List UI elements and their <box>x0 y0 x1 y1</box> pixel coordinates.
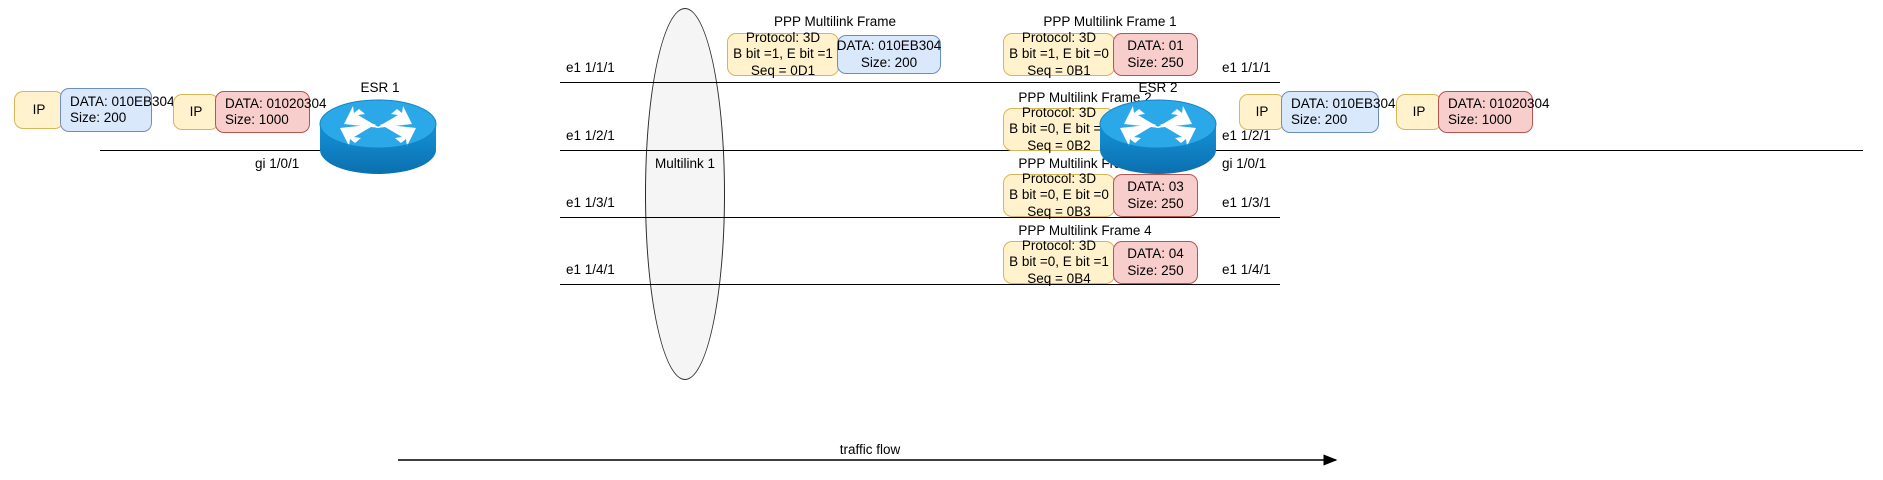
traffic-flow-arrow <box>398 454 1348 470</box>
link-4-frame-1-seq: Seq = 0B4 <box>1027 270 1091 286</box>
link-2-frame-1-seq: Seq = 0B2 <box>1027 137 1091 153</box>
left-packet-1-ip-header: IP <box>14 91 64 129</box>
link-line-3 <box>560 217 1280 218</box>
link-line-2 <box>560 150 1280 151</box>
link-1-frame-2-protocol: Protocol: 3D <box>1021 29 1097 45</box>
link-3-frame-1-seq: Seq = 0B3 <box>1027 203 1091 219</box>
link-4-frame-1-size: Size: 250 <box>1127 262 1184 278</box>
link-1-frame-2-size: Size: 250 <box>1127 54 1184 70</box>
right-router-title: ESR 2 <box>1138 80 1178 95</box>
link-2-frame-1-protocol: Protocol: 3D <box>1021 104 1097 120</box>
link-3-frame-1-payload: DATA: 03 Size: 250 <box>1113 174 1198 217</box>
multilink-label: Multilink 1 <box>654 156 716 171</box>
link-2-frame-1-header: Protocol: 3D B bit =0, E bit =0 Seq = 0B… <box>1003 104 1115 153</box>
link-1-frame-1-seq: Seq = 0D1 <box>750 62 816 78</box>
right-packet-2-size: Size: 1000 <box>1448 112 1512 127</box>
right-router-port-label: gi 1/0/1 <box>1222 156 1267 171</box>
link-4-frame-1-data: DATA: 04 <box>1127 246 1184 261</box>
right-packet-2-data: DATA: 01020304 <box>1448 95 1550 111</box>
left-packet-1-data: DATA: 010EB304 <box>70 93 175 109</box>
left-packet-2-ip-header: IP <box>173 94 219 130</box>
link-1-frame-1-size: Size: 200 <box>860 54 918 70</box>
link-1-frame-1-bits: B bit =1, E bit =1 <box>733 46 833 62</box>
link-1-frame-1-payload: DATA: 010EB304 Size: 200 <box>837 35 941 74</box>
link-2-right-interface: e1 1/2/1 <box>1222 128 1271 143</box>
link-1-frame-1-header: Protocol: 3D B bit =1, E bit =1 Seq = 0D… <box>727 29 839 78</box>
link-2-left-interface: e1 1/2/1 <box>566 128 615 143</box>
router-esr-2[interactable] <box>1098 98 1218 176</box>
link-1-frame-1-title: PPP Multilink Frame <box>773 14 897 29</box>
link-3-frame-1-bits: B bit =0, E bit =0 <box>1009 187 1109 203</box>
link-1-right-interface: e1 1/1/1 <box>1222 60 1271 75</box>
left-router-port-label: gi 1/0/1 <box>255 156 300 171</box>
router-esr-1[interactable] <box>318 98 438 176</box>
link-1-left-interface: e1 1/1/1 <box>566 60 615 75</box>
link-4-frame-1-bits: B bit =0, E bit =1 <box>1009 254 1109 270</box>
left-packet-2-size: Size: 1000 <box>225 112 289 127</box>
right-packet-1-ip-header: IP <box>1239 94 1285 130</box>
left-packet-1-size: Size: 200 <box>70 110 127 125</box>
link-1-frame-2-header: Protocol: 3D B bit =1, E bit =0 Seq = 0B… <box>1003 29 1115 78</box>
link-3-frame-1-data: DATA: 03 <box>1127 179 1184 194</box>
link-2-frame-1-bits: B bit =0, E bit =0 <box>1009 121 1109 137</box>
traffic-flow-label: traffic flow <box>839 442 901 457</box>
link-line-1 <box>560 82 1280 83</box>
right-lan-segment <box>1218 150 1863 151</box>
link-3-frame-1-size: Size: 250 <box>1127 195 1184 211</box>
multilink-bundle-ellipse <box>645 8 725 380</box>
left-router-title: ESR 1 <box>360 80 400 95</box>
link-4-frame-1-protocol: Protocol: 3D <box>1021 237 1097 253</box>
link-4-frame-1-title: PPP Multilink Frame 4 <box>1018 223 1152 238</box>
link-1-frame-2-payload: DATA: 01 Size: 250 <box>1113 33 1198 76</box>
link-3-frame-1-protocol: Protocol: 3D <box>1021 170 1097 186</box>
left-packet-2-body: DATA: 01020304 Size: 1000 <box>215 91 327 133</box>
link-4-right-interface: e1 1/4/1 <box>1222 262 1271 277</box>
link-3-frame-1-header: Protocol: 3D B bit =0, E bit =0 Seq = 0B… <box>1003 170 1115 219</box>
right-packet-2-ip-label: IP <box>1412 103 1426 119</box>
right-packet-2-body: DATA: 01020304 Size: 1000 <box>1438 91 1550 133</box>
left-packet-2-data: DATA: 01020304 <box>225 95 327 111</box>
right-packet-2-ip-header: IP <box>1396 94 1442 130</box>
link-4-frame-1-header: Protocol: 3D B bit =0, E bit =1 Seq = 0B… <box>1003 237 1115 286</box>
link-line-4 <box>560 284 1280 285</box>
right-packet-1-data: DATA: 010EB304 <box>1291 95 1396 111</box>
link-1-frame-2-title: PPP Multilink Frame 1 <box>1043 14 1177 29</box>
link-1-frame-2-seq: Seq = 0B1 <box>1027 62 1091 78</box>
link-3-right-interface: e1 1/3/1 <box>1222 195 1271 210</box>
link-4-left-interface: e1 1/4/1 <box>566 262 615 277</box>
left-packet-1-body: DATA: 010EB304 Size: 200 <box>60 88 175 132</box>
link-1-frame-2-data: DATA: 01 <box>1127 38 1184 53</box>
left-packet-2-ip-label: IP <box>189 103 203 119</box>
left-packet-1-ip-label: IP <box>32 101 46 117</box>
link-2-frame-1-title: PPP Multilink Frame 2 <box>1018 90 1152 105</box>
link-1-frame-1-protocol: Protocol: 3D <box>745 29 821 45</box>
link-1-frame-2-bits: B bit =1, E bit =0 <box>1009 46 1109 62</box>
left-lan-segment <box>100 150 360 151</box>
right-packet-1-ip-label: IP <box>1255 103 1269 119</box>
link-1-frame-1-data: DATA: 010EB304 <box>836 38 942 53</box>
right-packet-1-body: DATA: 010EB304 Size: 200 <box>1281 91 1396 133</box>
right-packet-1-size: Size: 200 <box>1291 112 1348 127</box>
link-3-left-interface: e1 1/3/1 <box>566 195 615 210</box>
link-4-frame-1-payload: DATA: 04 Size: 250 <box>1113 241 1198 284</box>
